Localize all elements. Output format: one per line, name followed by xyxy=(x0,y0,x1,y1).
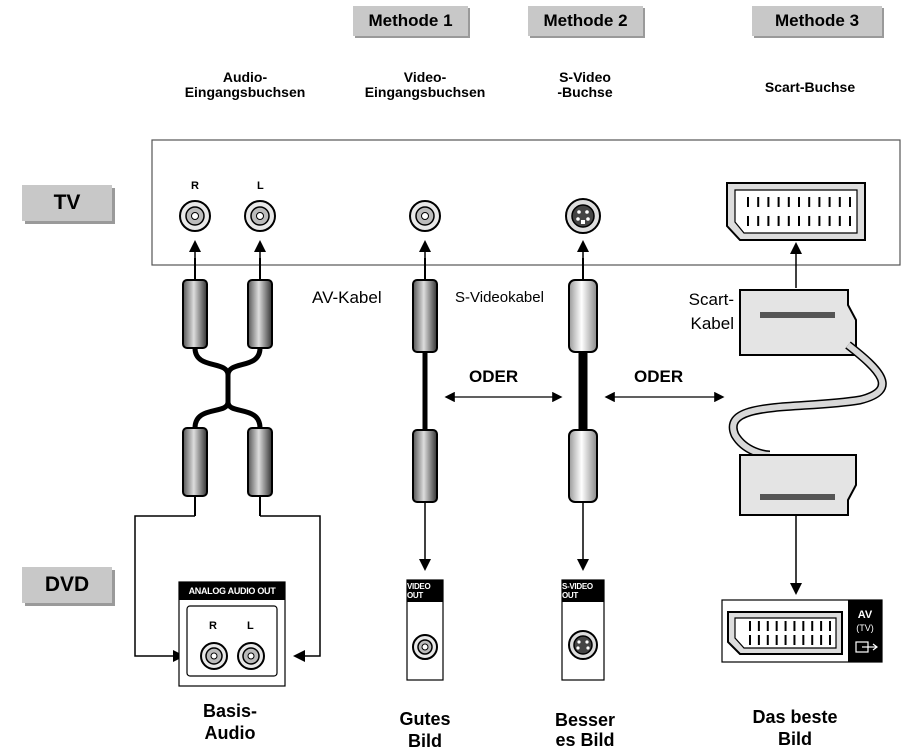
dvd-pin-l: L xyxy=(247,620,254,632)
header-audio-inputs: Audio- Eingangsbuchsen xyxy=(184,69,306,100)
header-scart-socket: Scart-Buchse xyxy=(764,79,856,95)
svideo-out-label: S-VIDEO OUT xyxy=(562,580,604,602)
header-svideo-socket: S-Video -Buchse xyxy=(557,69,613,100)
method-1-label: Methode 1 xyxy=(353,6,468,36)
dvd-svideo-out-panel xyxy=(561,579,605,681)
av-label: AV xyxy=(857,609,873,621)
scart-cable xyxy=(728,289,887,595)
tv-scart-socket xyxy=(726,182,866,241)
av-cable-label: AV-Kabel xyxy=(312,288,382,307)
tv-audio-r-jack xyxy=(179,200,211,232)
dvd-pin-r: R xyxy=(209,620,217,632)
audio-cable xyxy=(134,258,321,662)
svideo-cable xyxy=(568,258,598,571)
svideo-cable-label: S-Videokabel xyxy=(455,289,544,306)
tv-video-jack xyxy=(409,200,441,232)
method-3-label: Methode 3 xyxy=(752,6,882,36)
quality-best-picture: Das beste Bild xyxy=(752,707,838,749)
quality-better-picture: Besser es Bild xyxy=(554,710,616,750)
scart-cable-label: Scart- Kabel xyxy=(688,290,734,333)
tv-svideo-jack xyxy=(565,198,601,234)
analog-audio-out-label: ANALOG AUDIO OUT xyxy=(179,582,285,600)
quality-basic-audio: Basis- Audio xyxy=(202,701,258,743)
dvd-scart-socket xyxy=(721,599,883,663)
quality-good-picture: Gutes Bild xyxy=(399,709,451,751)
header-video-inputs: Video- Eingangsbuchsen xyxy=(364,69,486,100)
tv-audio-l-jack xyxy=(244,200,276,232)
tv-label: TV xyxy=(22,185,112,221)
tv-pin-l: L xyxy=(257,180,264,192)
av-cable xyxy=(412,258,438,571)
av-tv-label: (TV) xyxy=(856,623,874,633)
video-out-label: VIDEO OUT xyxy=(407,580,443,602)
or-label-2: ODER xyxy=(634,367,684,386)
dvd-label: DVD xyxy=(22,567,112,603)
or-label-1: ODER xyxy=(469,367,519,386)
tv-pin-r: R xyxy=(191,180,199,192)
method-2-label: Methode 2 xyxy=(528,6,643,36)
